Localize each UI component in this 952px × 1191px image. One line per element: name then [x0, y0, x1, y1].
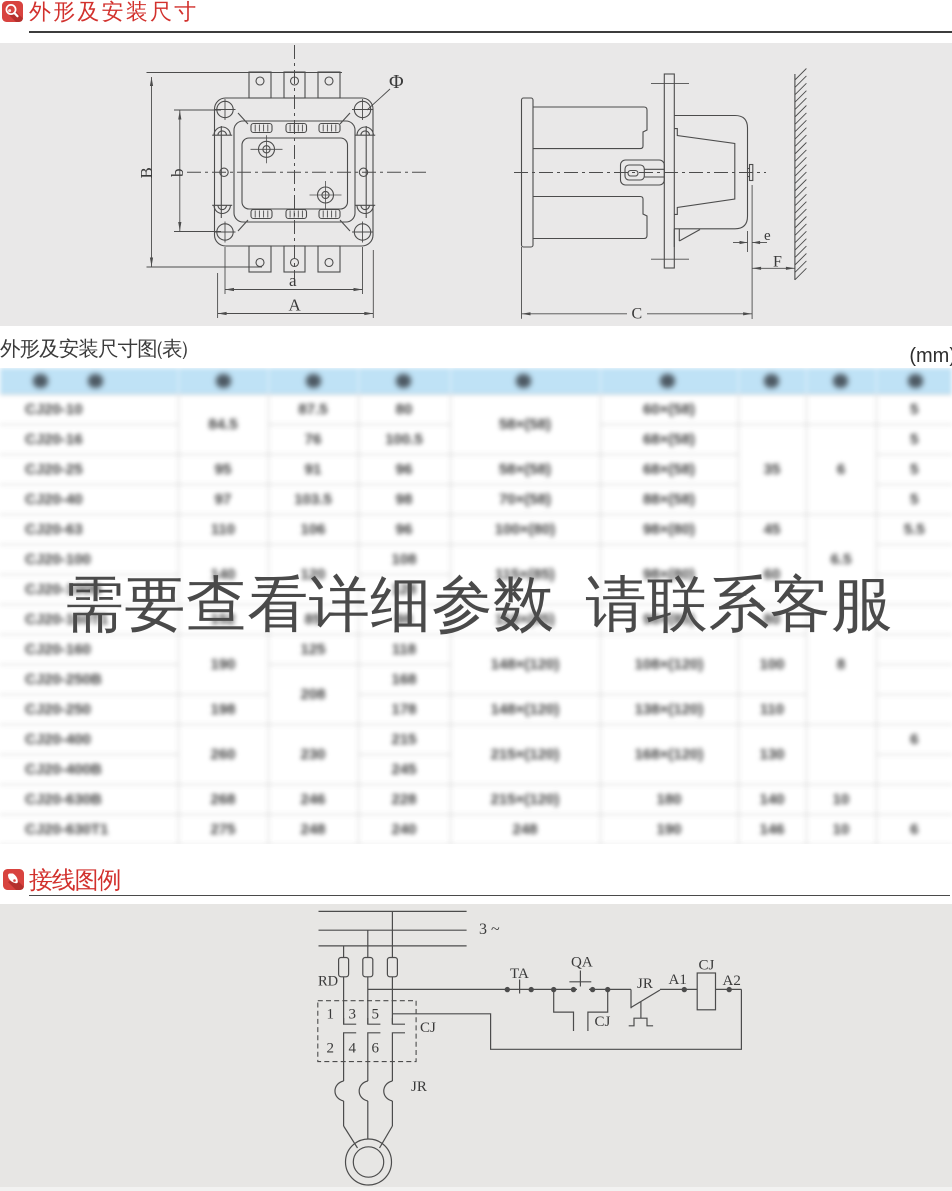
svg-text:Φ: Φ: [389, 71, 404, 93]
svg-text:b: b: [168, 169, 187, 178]
svg-text:CJ: CJ: [420, 1020, 436, 1036]
svg-text:6: 6: [372, 1041, 380, 1057]
svg-text:e: e: [764, 228, 771, 244]
svg-text:QA: QA: [571, 955, 593, 971]
svg-text:B: B: [137, 167, 156, 178]
svg-text:JR: JR: [411, 1079, 427, 1095]
svg-text:A: A: [289, 296, 302, 315]
svg-text:TA: TA: [510, 966, 529, 982]
svg-text:4: 4: [349, 1041, 357, 1057]
svg-text:F: F: [773, 254, 782, 271]
svg-text:5: 5: [372, 1007, 380, 1023]
svg-text:RD: RD: [318, 974, 338, 990]
svg-text:CJ: CJ: [699, 958, 715, 974]
svg-text:CJ: CJ: [595, 1014, 611, 1030]
svg-text:3 ~: 3 ~: [479, 921, 500, 938]
svg-text:3: 3: [349, 1007, 357, 1023]
svg-text:2: 2: [327, 1041, 335, 1057]
svg-text:JR: JR: [637, 976, 653, 992]
svg-text:A2: A2: [723, 973, 741, 989]
svg-text:A1: A1: [669, 972, 687, 988]
svg-text:a: a: [289, 271, 297, 290]
svg-text:1: 1: [327, 1007, 335, 1023]
svg-text:C: C: [632, 306, 643, 323]
